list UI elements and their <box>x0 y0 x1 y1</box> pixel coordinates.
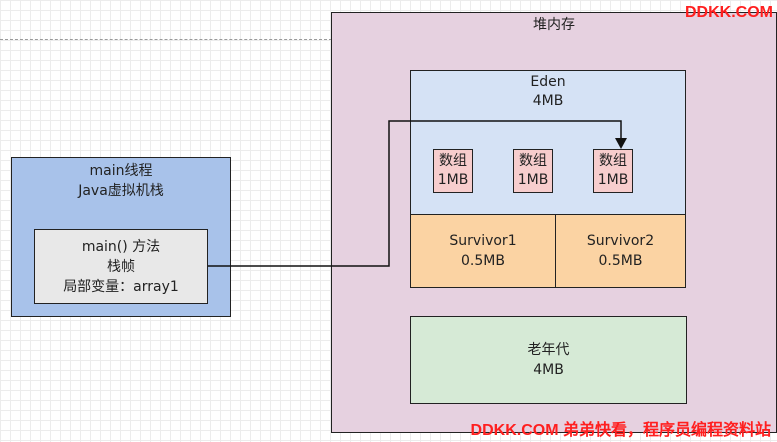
eden-label: Eden 4MB <box>410 73 686 111</box>
eden-name: Eden <box>530 74 566 90</box>
dashed-guide-line <box>0 39 332 40</box>
watermark-top: DDKK.COM <box>685 4 773 21</box>
heap-title: 堆内存 <box>533 17 575 33</box>
array-object: 数组 1MB <box>513 149 553 193</box>
stack-frame: main() 方法 栈帧 局部变量：array1 <box>34 229 208 304</box>
survivor2-region: Survivor2 0.5MB <box>555 214 686 288</box>
thread-label: main线程 Java虚拟机栈 <box>11 161 231 201</box>
watermark-bottom: DDKK.COM 弟弟快看，程序员编程资料站 <box>470 422 771 439</box>
thread-title: main线程 <box>89 163 153 179</box>
arrow-head <box>615 138 627 149</box>
array-size: 1MB <box>597 172 629 188</box>
thread-subtitle: Java虚拟机栈 <box>78 183 164 199</box>
survivor-label: Survivor2 <box>586 233 655 249</box>
old-gen-label: 老年代 <box>527 342 570 358</box>
frame-label: 栈帧 <box>107 258 135 275</box>
reference-line <box>208 120 622 267</box>
survivor1-region: Survivor1 0.5MB <box>410 214 556 288</box>
array-size: 1MB <box>517 172 549 188</box>
survivor-size: 0.5MB <box>461 253 505 269</box>
array-label: 数组 <box>599 153 627 169</box>
survivor-size: 0.5MB <box>598 253 643 269</box>
array-label: 数组 <box>439 153 467 169</box>
array-object: 数组 1MB <box>433 149 473 193</box>
old-generation-region: 老年代 4MB <box>410 316 687 404</box>
old-gen-size: 4MB <box>533 362 564 378</box>
frame-local-variable: 局部变量：array1 <box>63 278 179 295</box>
array-object: 数组 1MB <box>593 149 633 193</box>
frame-method: main() 方法 <box>81 238 161 255</box>
survivor-label: Survivor1 <box>449 233 517 249</box>
eden-size: 4MB <box>532 93 564 109</box>
array-label: 数组 <box>519 153 547 169</box>
array-size: 1MB <box>437 172 469 188</box>
